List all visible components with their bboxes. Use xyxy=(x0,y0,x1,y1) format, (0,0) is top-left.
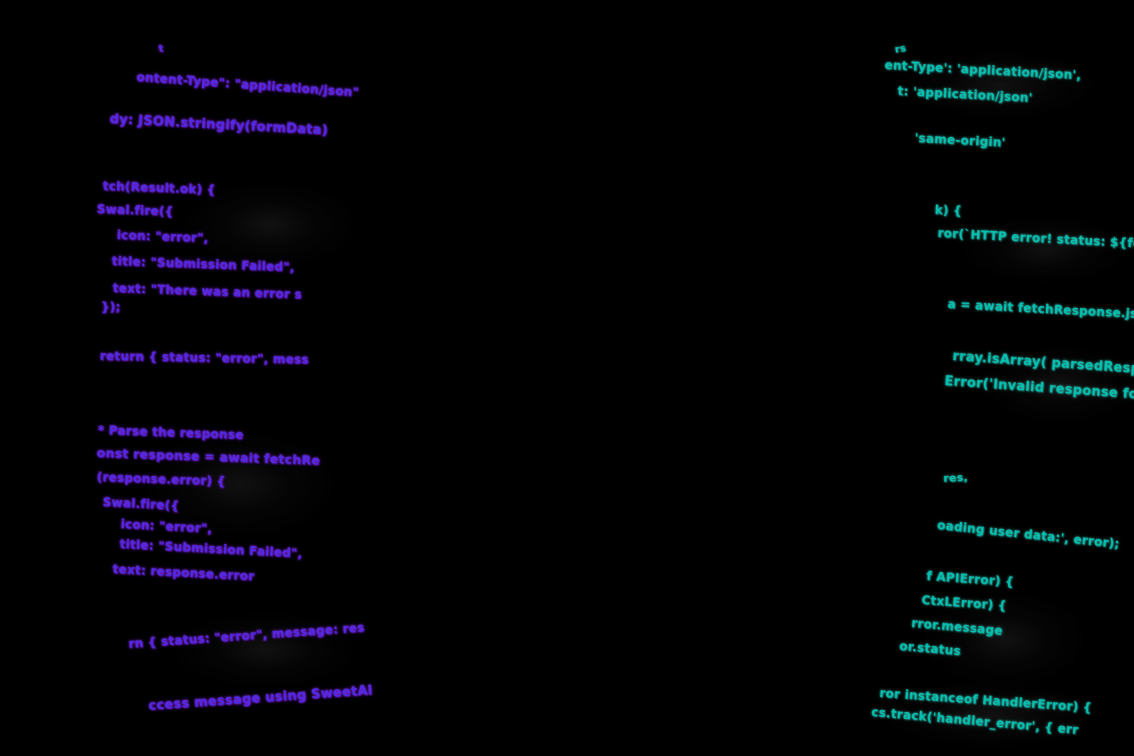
code-fragment: a = await fetchResponse.json(); xyxy=(947,297,1134,323)
code-fragment: Swal.fire({ xyxy=(96,202,174,219)
code-fragment: text: response.error xyxy=(112,562,255,584)
code-fragment: rn { status: "error", message: res xyxy=(128,620,365,651)
code-fragment: ent-Type': 'application/json', xyxy=(884,58,1082,83)
code-fragment: ccess message using SweetAl xyxy=(148,683,374,714)
code-fragment: res, xyxy=(943,470,969,485)
artifact-smudge xyxy=(960,215,1130,285)
code-fragment: }); xyxy=(101,300,121,314)
code-fragment: tch(Result.ok) { xyxy=(102,179,216,197)
code-fragment: ontent-Type": "application/json" xyxy=(136,70,360,100)
code-fragment: f APIError) { xyxy=(926,569,1015,590)
code-fragment: t: 'application/json' xyxy=(897,84,1033,106)
code-fragment: onst response = await fetchRe xyxy=(96,445,321,468)
code-fragment: ror(`HTTP error! status: ${fetch xyxy=(937,226,1134,252)
code-fragment: (response.error) { xyxy=(96,470,226,489)
code-fragment: 'same-origin' xyxy=(914,131,1006,150)
code-fragment: oading user data:', error); xyxy=(936,518,1121,552)
code-fragment: k) { xyxy=(934,203,963,218)
code-fragment: rs xyxy=(894,43,908,56)
code-fragment: rror.message xyxy=(910,616,1004,638)
code-fragment: icon: "error", xyxy=(120,517,213,536)
code-fragment: title: "Submission Failed", xyxy=(111,254,295,275)
code-fragment: title: "Submission Failed", xyxy=(119,537,303,561)
code-fragment: Swal.fire({ xyxy=(102,495,180,513)
code-fragment: return { status: "error", mess xyxy=(99,349,309,367)
code-fragment: rray.isArray( parsedRespon xyxy=(951,349,1134,379)
code-fragment: icon: "error", xyxy=(116,228,209,246)
code-fragment: text: "There was an error s xyxy=(112,281,303,302)
code-fragment: or.status xyxy=(898,639,962,659)
code-fragment: Error('Invalid response forma xyxy=(943,374,1134,405)
code-fragment: t xyxy=(158,43,165,55)
code-fragment: * Parse the response xyxy=(97,423,244,443)
code-fragment: dy: JSON.stringify(formData) xyxy=(109,112,329,139)
code-fragment: CtxLError) { xyxy=(921,593,1008,613)
